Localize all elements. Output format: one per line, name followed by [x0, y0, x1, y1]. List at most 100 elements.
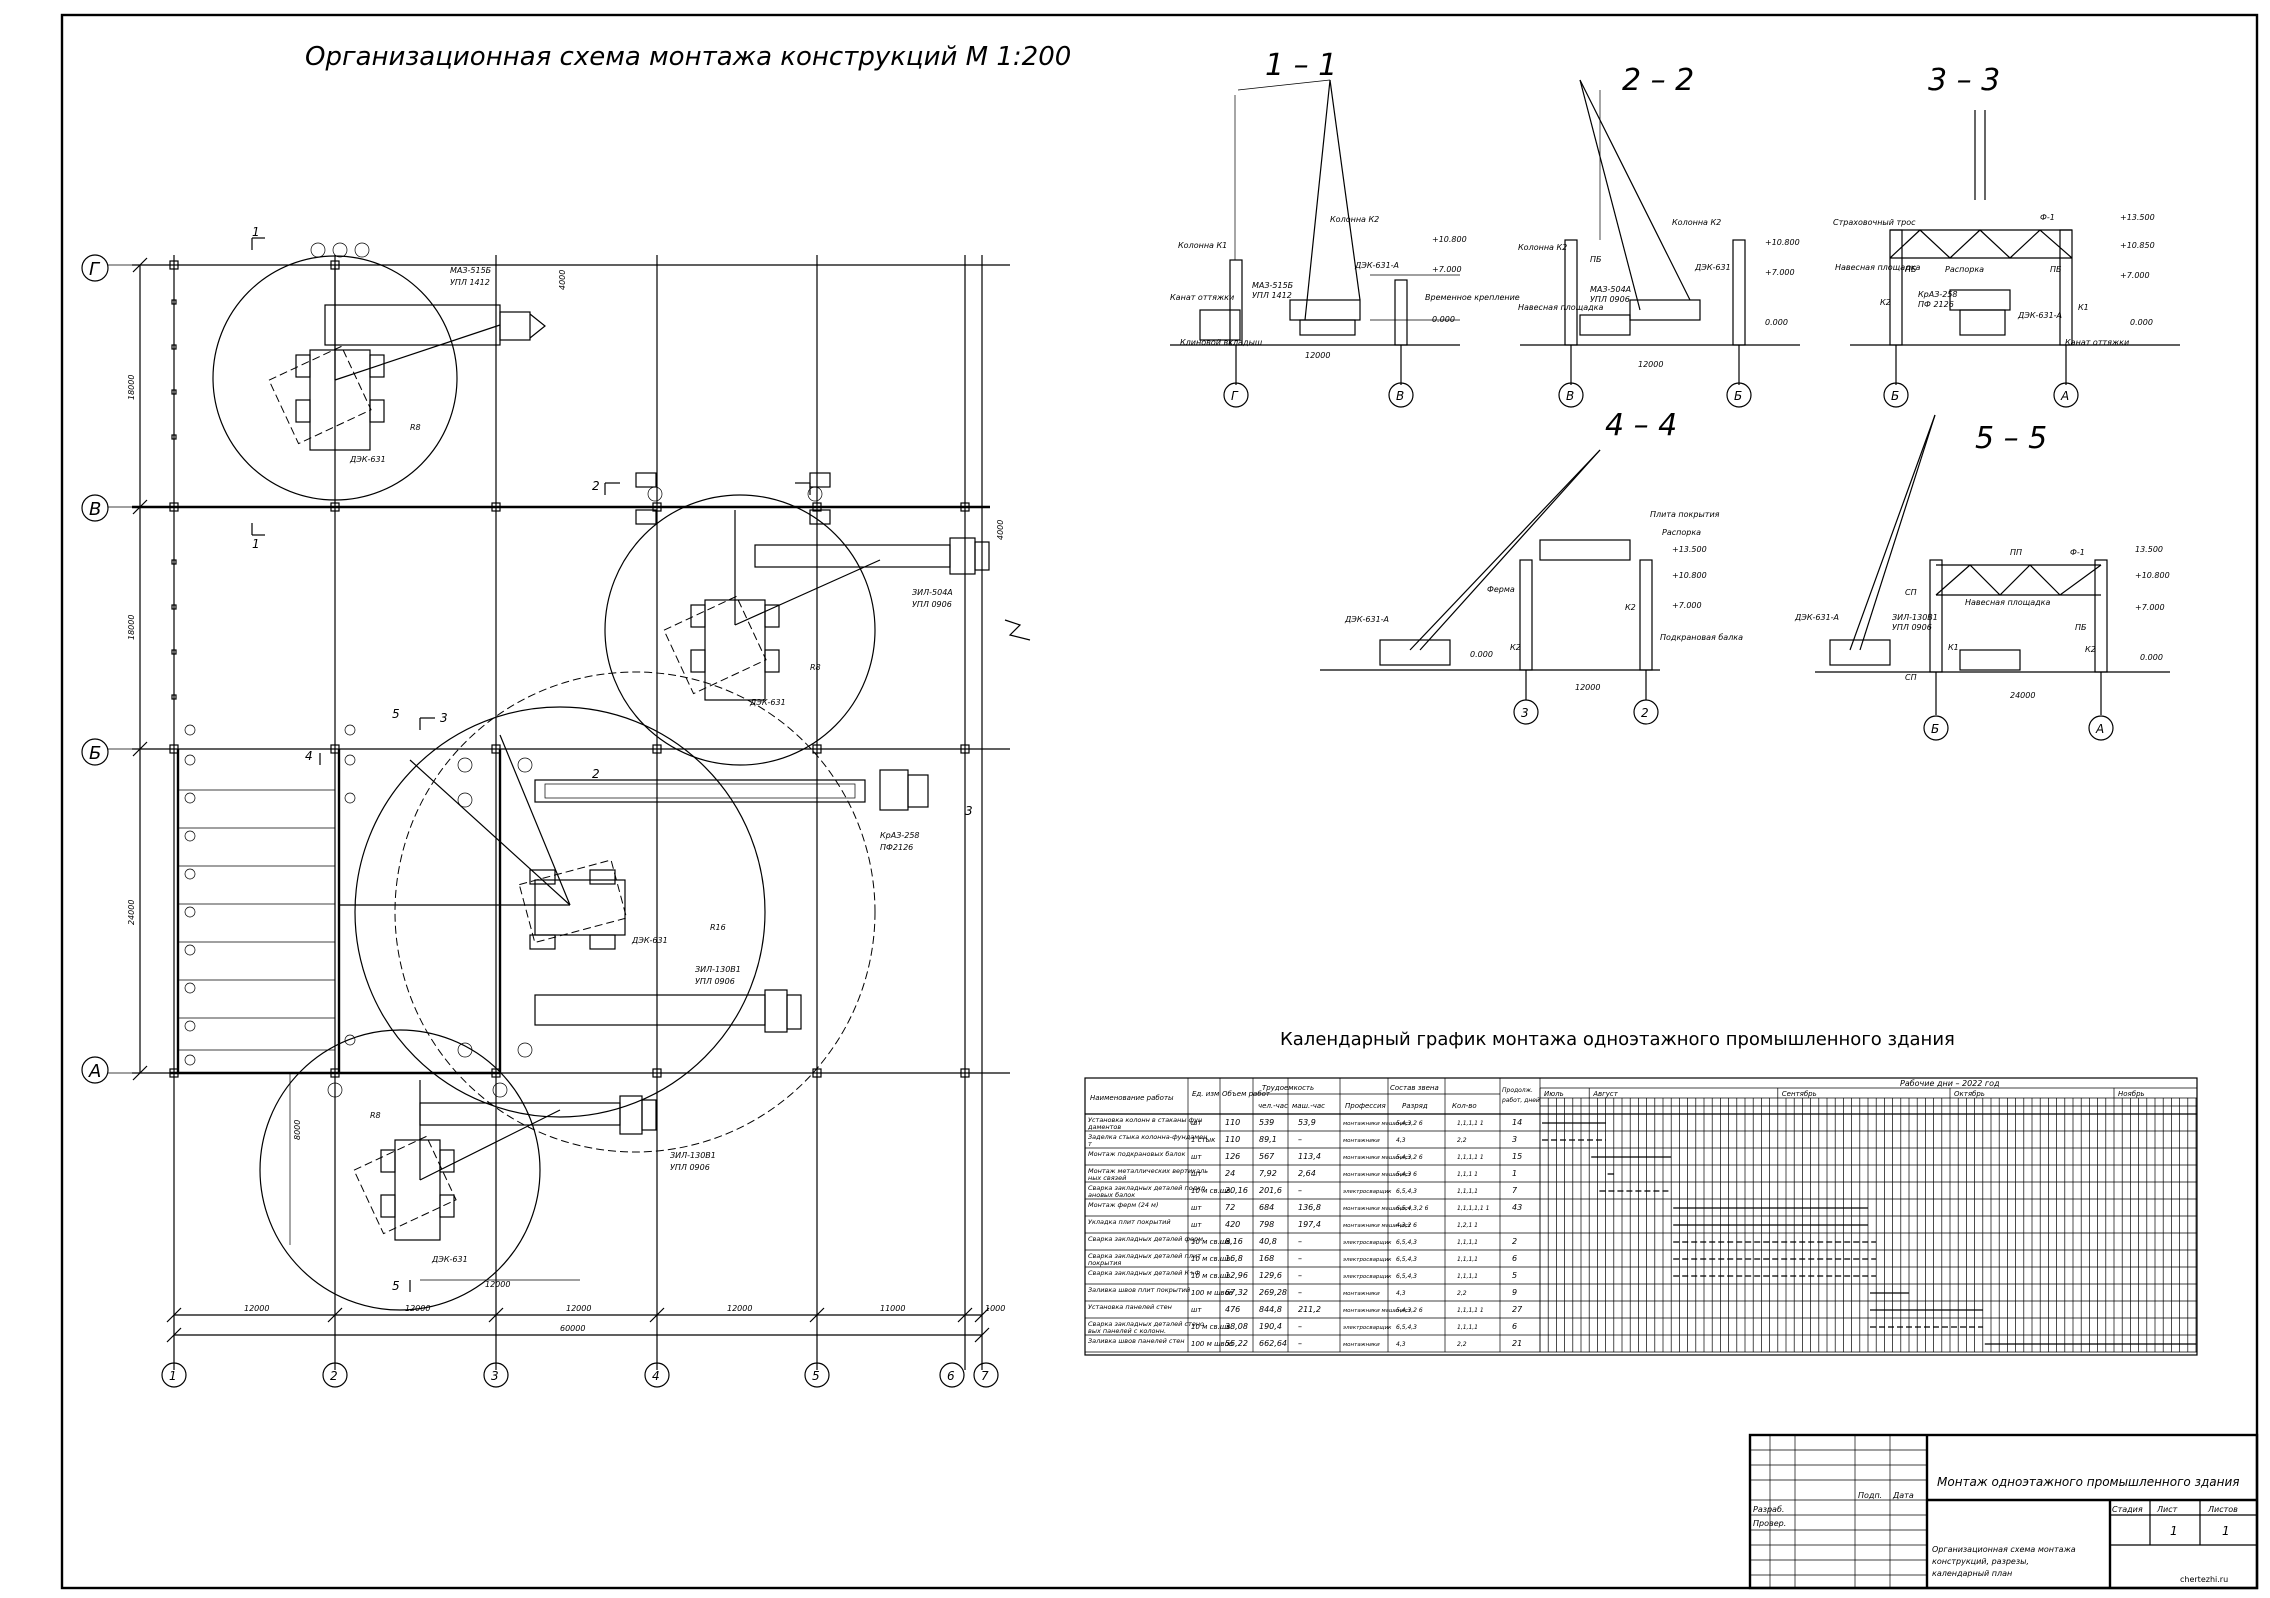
col-label-1: 1	[169, 1369, 177, 1383]
s5-label-k1: К1	[1948, 643, 1959, 652]
s4-label-k2b: К2	[1625, 603, 1636, 612]
sched-row-name: Сварка закладных деталей ферм	[1088, 1235, 1203, 1243]
sched-row-name-2: покрытия	[1088, 1259, 1121, 1267]
break-mark	[1004, 619, 1031, 641]
s1-label-maz: МАЗ-515Б	[1252, 281, 1294, 290]
sched-h-cal: Рабочие дни – 2022 год	[1900, 1079, 2000, 1088]
label-zil130-b-sub: УПЛ 0906	[670, 1163, 710, 1172]
sched-row-name: Сварка закладных деталей подкр	[1088, 1184, 1205, 1192]
s2-level-3: 0.000	[1765, 318, 1788, 327]
s5-label-k2: К2	[2085, 645, 2096, 654]
s3-label-crane: ДЭК-631-А	[2017, 311, 2062, 320]
sched-row-qty: 1,1,1,1	[1457, 1188, 1478, 1195]
label-crane-4: ДЭК-631	[431, 1255, 468, 1264]
s5-label-zil: ЗИЛ-130В1	[1892, 613, 1938, 622]
s2-label-crane: ДЭК-631	[1694, 263, 1731, 272]
sched-row-dur: 1	[1512, 1169, 1517, 1178]
s4-level-2: +10.800	[1672, 571, 1707, 580]
section-cut-marks	[251, 237, 811, 1292]
label-zil130-b: ЗИЛ-130В1	[670, 1151, 716, 1160]
sched-row-dur: 5	[1512, 1271, 1517, 1280]
sched-h-dur2: работ, дней	[1501, 1097, 1540, 1104]
s2-label-dim: 12000	[1638, 360, 1663, 369]
sched-row-labor-a: 684	[1259, 1203, 1274, 1212]
section-3-3: 3 – 3 Страховочный трос Ф-1 Навесная пло…	[1833, 63, 2180, 408]
label-crane-3: ДЭК-631	[631, 936, 668, 945]
crane-3	[340, 734, 628, 950]
s5-label-nav: Навесная площадка	[1965, 598, 2050, 607]
sched-row-labor-b: –	[1298, 1186, 1302, 1195]
stamp-stadiya: Стадия	[2112, 1505, 2143, 1514]
sched-row-prof: электросварщик	[1343, 1274, 1392, 1280]
sched-row-grade: 6,5,4,3	[1396, 1273, 1417, 1280]
sched-row-name-2: ных связей	[1088, 1174, 1126, 1182]
stamp-prover: Провер.	[1753, 1519, 1786, 1528]
dim-12000-inner: 12000	[485, 1280, 510, 1289]
s5-level-3: +7.000	[2135, 603, 2165, 612]
s5-axis-2: А	[2095, 722, 2104, 736]
sched-row-vol: 55,22	[1225, 1339, 1248, 1348]
sched-row-qty: 1,1,1,1	[1457, 1324, 1478, 1331]
col-label-2: 2	[330, 1369, 338, 1383]
s5-label-crane: ДЭК-631-А	[1794, 613, 1839, 622]
sched-row-unit: 10 м св.шв.	[1191, 1323, 1233, 1331]
sec-mark-4: 4	[305, 749, 313, 763]
s2-level-1: +10.800	[1765, 238, 1800, 247]
s4-axis-1: 3	[1521, 706, 1529, 720]
s3-label-k1: К1	[2078, 303, 2089, 312]
label-zil504: ЗИЛ-504А	[912, 588, 953, 597]
sched-row-vol: 38,08	[1225, 1322, 1248, 1331]
s1-label-k1: Колонна К1	[1178, 241, 1227, 250]
s1-level-3: 0.000	[1432, 315, 1455, 324]
sched-row-labor-b: –	[1298, 1237, 1302, 1246]
label-kraz-sub: ПФ2126	[880, 843, 913, 852]
crane-reach-3	[354, 706, 766, 1118]
sched-row-qty: 1,1,1,1 1	[1457, 1307, 1484, 1314]
sched-row-labor-b: –	[1298, 1135, 1302, 1144]
sched-row-vol: 16,8	[1225, 1254, 1243, 1263]
sched-row-dur: 6	[1512, 1322, 1517, 1331]
schedule-row: Сварка закладных деталей К+Ф10 м св.шв.1…	[1088, 1269, 1517, 1280]
sched-row-labor-b: –	[1298, 1288, 1302, 1297]
sched-h-qty: Кол-во	[1452, 1102, 1477, 1110]
sched-row-dur: 15	[1512, 1152, 1522, 1161]
sched-row-vol: 72	[1225, 1203, 1235, 1212]
sched-row-name: Установка панелей стен	[1088, 1303, 1172, 1311]
section-2-2: 2 – 2 Колонна К2 Колонна К2 ПБ ДЭК-631 М…	[1518, 63, 1800, 408]
dim-8000: 8000	[293, 1120, 302, 1140]
plan-title: Организационная схема монтажа конструкци…	[305, 42, 1071, 72]
sched-row-grade: 6,5,4,3	[1396, 1188, 1417, 1195]
s2-label-pb: ПБ	[1590, 255, 1602, 264]
sched-row-unit: шт	[1191, 1170, 1202, 1178]
label-r4: R8	[370, 1111, 381, 1120]
sec-mark-5b: 5	[392, 1279, 400, 1293]
col-label-6: 6	[947, 1369, 955, 1383]
s4-label-ferma: Ферма	[1487, 585, 1515, 594]
sched-row-name: Укладка плит покрытий	[1088, 1218, 1171, 1226]
col-label-7: 7	[981, 1369, 989, 1383]
s2-axis-2: Б	[1734, 389, 1742, 403]
s5-level-1: 13.500	[2135, 545, 2163, 554]
sched-row-labor-a: 662,64	[1259, 1339, 1287, 1348]
dim-total: 60000	[560, 1324, 585, 1333]
dim-bottom-6: 1000	[985, 1304, 1005, 1313]
col-label-5: 5	[812, 1369, 820, 1383]
sched-row-unit: 100 м швов	[1191, 1340, 1233, 1348]
sched-row-prof: электросварщик	[1343, 1189, 1392, 1195]
row-label-v: В	[89, 499, 101, 520]
sched-row-grade: 4,3	[1396, 1290, 1406, 1297]
crane-reach-2	[604, 494, 876, 766]
s1-axis-1: Г	[1231, 389, 1239, 403]
s1-label-klin: Клиновой вкладыш	[1180, 338, 1263, 347]
sched-row-unit: шт	[1191, 1221, 1202, 1229]
crane-reach-3b	[394, 671, 876, 1153]
sched-row-vol: 476	[1225, 1305, 1240, 1314]
sched-row-labor-b: 113,4	[1298, 1152, 1321, 1161]
sec-mark-3b: 3	[965, 804, 973, 818]
s1-level-1: +10.800	[1432, 235, 1467, 244]
sched-row-dur: 9	[1512, 1288, 1517, 1297]
s1-level-2: +7.000	[1432, 265, 1462, 274]
sched-row-grade: 6,5,4,3	[1396, 1256, 1417, 1263]
dim-left-1: 18000	[127, 375, 136, 400]
